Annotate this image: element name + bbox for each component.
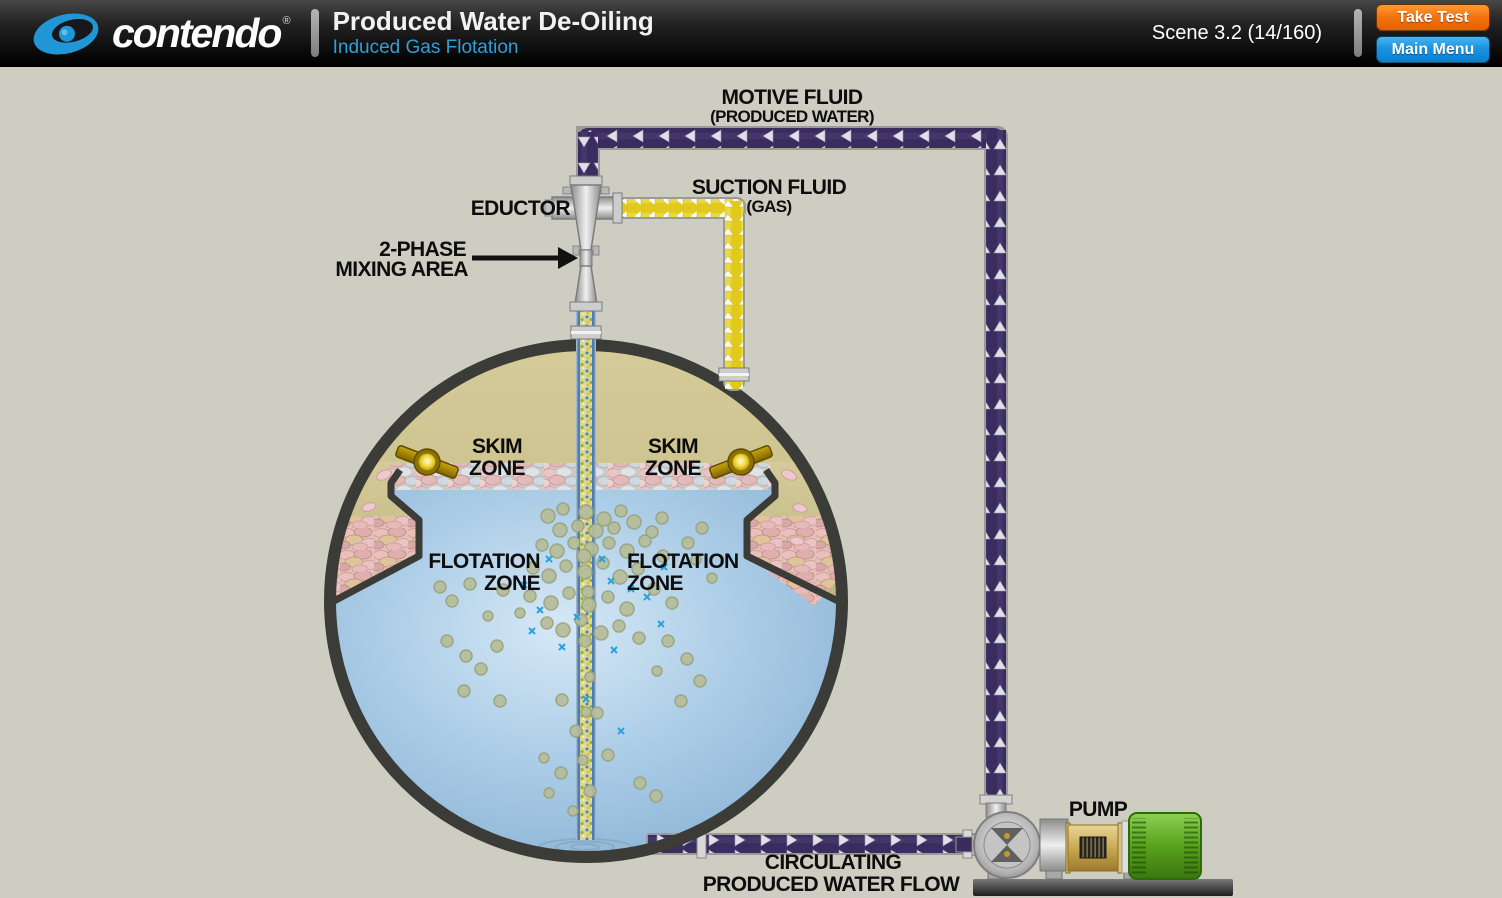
pump-coupling xyxy=(1039,818,1069,872)
flotation-zone-right-line2: ZONE xyxy=(627,572,684,595)
contendo-logo[interactable]: contendo ® xyxy=(30,9,291,57)
eductor-throat xyxy=(579,249,593,268)
skim-zone-left-line2: ZONE xyxy=(469,457,526,480)
suction-fluid-label: SUCTION FLUID xyxy=(692,176,847,199)
eductor-assembly xyxy=(544,175,623,312)
logo-wordmark: contendo xyxy=(112,9,282,56)
flotation-zone-right-line1: FLOTATION xyxy=(627,550,739,573)
header-bar: contendo ® Produced Water De-Oiling Indu… xyxy=(0,0,1502,67)
circulating-label-line2: PRODUCED WATER FLOW xyxy=(703,873,960,896)
skim-zone-right-line2: ZONE xyxy=(645,457,702,480)
contendo-logo-icon xyxy=(33,13,99,55)
header-divider-left xyxy=(310,9,319,57)
skimmer-right xyxy=(709,445,773,479)
motive-fluid-label: MOTIVE FLUID xyxy=(722,86,863,109)
eductor-nozzle xyxy=(570,184,602,251)
registered-mark: ® xyxy=(282,15,291,27)
flotation-zone-left-line2: ZONE xyxy=(484,572,541,595)
weir-right xyxy=(743,468,837,605)
circulating-label-line1: CIRCULATING xyxy=(765,851,902,874)
mixing-area-label-line1: 2-PHASE xyxy=(379,238,466,261)
mixing-area-label-line2: MIXING AREA xyxy=(335,258,468,281)
weir-left xyxy=(335,468,423,605)
suction-fluid-sublabel: (GAS) xyxy=(746,197,791,216)
flotation-zone-left-line1: FLOTATION xyxy=(428,550,540,573)
circulating-water-pipe xyxy=(646,829,980,859)
eductor-diffuser xyxy=(574,265,598,305)
pump-label: PUMP xyxy=(1069,798,1128,821)
diagram-stage: MOTIVE FLUID (PRODUCED WATER) SUCTION FL… xyxy=(0,66,1502,898)
header-divider-right xyxy=(1354,9,1362,57)
bubble-sparkles xyxy=(520,555,668,735)
pump-motor xyxy=(1128,812,1202,880)
coupling-guard-grid xyxy=(1079,836,1107,859)
skim-zone-left-line1: SKIM xyxy=(472,435,522,458)
title-block: Produced Water De-Oiling Induced Gas Flo… xyxy=(333,7,654,59)
pump-baseplate xyxy=(973,879,1233,896)
page-title: Produced Water De-Oiling xyxy=(332,5,654,36)
process-diagram: MOTIVE FLUID (PRODUCED WATER) SUCTION FL… xyxy=(324,86,1233,896)
suction-gas-pipe xyxy=(616,197,750,391)
pump-assembly xyxy=(955,794,1233,896)
skim-zone-right-line1: SKIM xyxy=(648,435,698,458)
main-menu-button[interactable]: Main Menu xyxy=(1376,35,1490,63)
scene-indicator: Scene 3.2 (14/160) xyxy=(1151,21,1322,44)
take-test-button[interactable]: Take Test xyxy=(1376,3,1490,31)
motive-fluid-sublabel: (PRODUCED WATER) xyxy=(710,107,874,126)
oil-accumulation-right xyxy=(747,516,837,606)
motive-fluid-pipe xyxy=(576,126,1008,804)
flotation-vessel xyxy=(324,339,980,863)
mixing-area-arrow xyxy=(472,247,578,269)
eductor-label: EDUCTOR xyxy=(471,197,571,220)
skimmer-left xyxy=(395,445,459,479)
page-subtitle: Induced Gas Flotation xyxy=(332,37,519,59)
oil-droplets-gas-space xyxy=(361,469,808,546)
diagram-labels: MOTIVE FLUID (PRODUCED WATER) SUCTION FL… xyxy=(335,86,1128,896)
